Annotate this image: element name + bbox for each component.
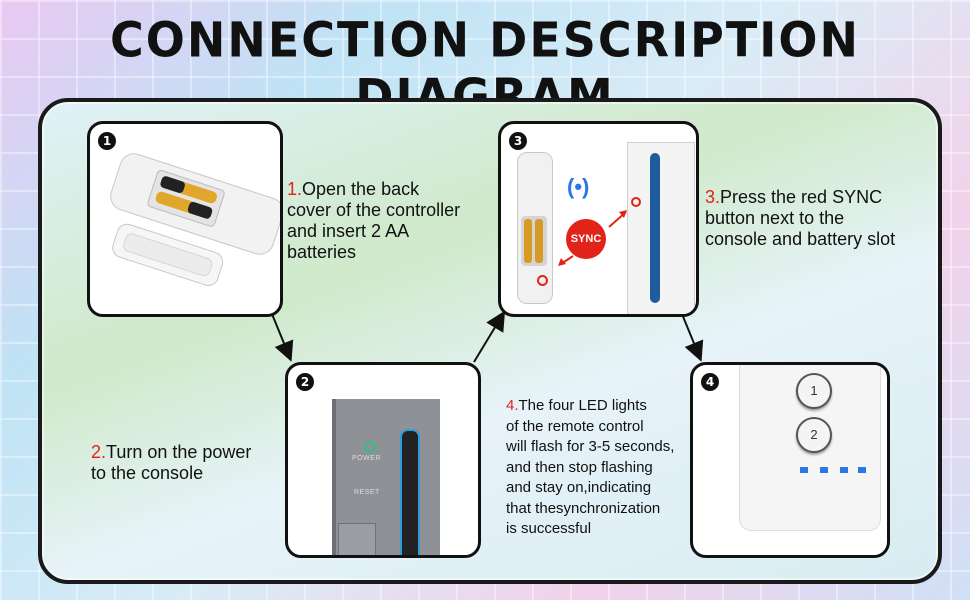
power-label: POWER xyxy=(352,455,381,462)
step-4-card: 4 1 2 xyxy=(690,362,890,558)
step-2-text: 2.Turn on the power to the console xyxy=(91,442,251,484)
step-4-line-4: and then stop flashing xyxy=(506,458,653,476)
step-1-badge: 1 xyxy=(98,132,116,150)
step-2-line-1: Turn on the power xyxy=(106,442,252,462)
step-4-number: 4. xyxy=(506,397,519,414)
battery-slot xyxy=(521,216,547,266)
step-1-number: 1. xyxy=(287,179,303,199)
remote-bottom: 1 2 xyxy=(739,365,881,531)
console-sync-button xyxy=(631,197,641,207)
step-3-line-3: console and battery slot xyxy=(705,229,896,249)
led-light-3 xyxy=(840,467,848,473)
led-light-2 xyxy=(820,467,828,473)
reset-label: RESET xyxy=(354,489,380,496)
front-cover xyxy=(338,523,376,555)
arrow-1-to-2 xyxy=(271,313,294,362)
remote-sync-button xyxy=(537,275,548,286)
console-side-view xyxy=(627,142,695,314)
step-1-line-3: and insert 2 AA xyxy=(287,221,410,241)
led-light-1 xyxy=(800,467,808,473)
controller-battery-illustration xyxy=(110,153,280,286)
step-3-line-1: Press the red SYNC xyxy=(720,187,883,207)
step-2-card: 2 POWER RESET xyxy=(285,362,481,558)
remote-button-2: 2 xyxy=(796,417,832,453)
step-4-line-2: of the remote control xyxy=(506,417,644,435)
step-1-card: 1 xyxy=(87,121,283,317)
disc-slot xyxy=(400,429,420,555)
step-4-line-3: will flash for 3-5 seconds, xyxy=(506,438,675,455)
wireless-signal-icon: (•) xyxy=(567,174,590,199)
step-1-text: 1.Open the back cover of the controller … xyxy=(287,179,460,263)
step-2-number: 2. xyxy=(91,442,107,462)
step-1-line-1: Open the back xyxy=(302,179,420,199)
step-4-line-6: that thesynchronization xyxy=(506,499,661,517)
step-2-badge: 2 xyxy=(296,373,314,391)
step-3-text: 3.Press the red SYNC button next to the … xyxy=(705,187,895,250)
arrow-2-to-3 xyxy=(473,310,506,363)
sync-arrows xyxy=(558,210,627,266)
step-4-text: 4.The four LED lights of the remote cont… xyxy=(506,396,674,540)
step-4-line-5: and stay on,indicating xyxy=(506,479,652,496)
step-4-badge: 4 xyxy=(701,373,719,391)
step-3-number: 3. xyxy=(705,187,721,207)
step-3-badge: 3 xyxy=(509,132,527,150)
arrow-3-to-4 xyxy=(681,313,704,362)
sync-badge: SYNC xyxy=(566,219,606,259)
power-led-icon xyxy=(364,441,376,453)
led-light-4 xyxy=(858,467,866,473)
page-title: CONNECTION DESCRIPTION DIAGRAM xyxy=(110,11,860,125)
step-4-line-1: The four LED lights xyxy=(518,397,647,414)
step-4-line-7: is successful xyxy=(506,520,592,537)
step-1-line-4: batteries xyxy=(287,242,357,262)
step-3-line-2: button next to the xyxy=(705,208,845,228)
remote-button-1: 1 xyxy=(796,373,832,409)
step-2-line-2: to the console xyxy=(91,463,204,483)
step-1-line-2: cover of the controller xyxy=(287,200,461,220)
step-3-card: 3 (•) SYNC xyxy=(498,121,699,317)
